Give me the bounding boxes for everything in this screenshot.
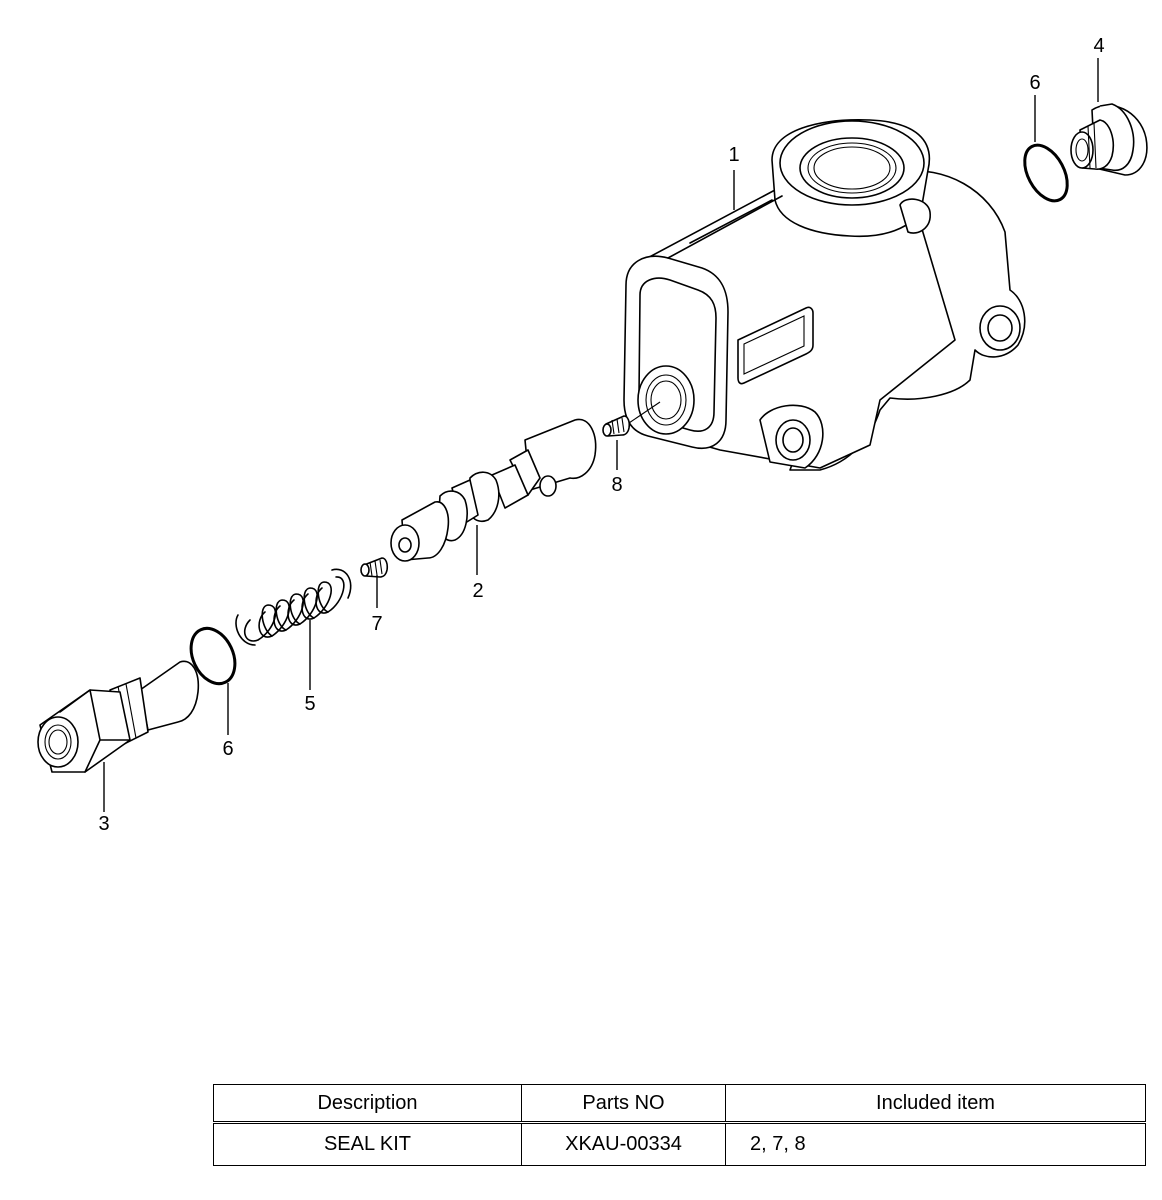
seal-kit-table: Description Parts NO Included item SEAL … <box>213 1084 1146 1166</box>
callout-2: 2 <box>472 580 483 602</box>
callout-6-right: 6 <box>1029 72 1040 94</box>
part-4-plug <box>1070 103 1148 176</box>
callout-8: 8 <box>611 474 622 496</box>
callout-4: 4 <box>1093 35 1104 57</box>
header-parts-no: Parts NO <box>521 1084 726 1123</box>
callout-1: 1 <box>728 144 739 166</box>
table-row: SEAL KIT XKAU-00334 2, 7, 8 <box>213 1122 1146 1166</box>
part-1-valve-body <box>623 118 1026 471</box>
part-8-plug <box>602 401 661 437</box>
part-7-plug <box>360 557 389 578</box>
callout-3: 3 <box>98 813 109 835</box>
callout-5: 5 <box>304 693 315 715</box>
callout-7: 7 <box>371 613 382 635</box>
cell-description: SEAL KIT <box>213 1122 522 1166</box>
part-6-o-ring-left <box>189 626 237 686</box>
leader-lines <box>103 58 1099 812</box>
table-header-row: Description Parts NO Included item <box>213 1084 1146 1123</box>
part-3-adapter <box>37 660 200 773</box>
header-included-item: Included item <box>725 1084 1146 1123</box>
cell-parts-no: XKAU-00334 <box>521 1122 726 1166</box>
cell-included-item: 2, 7, 8 <box>725 1122 1146 1166</box>
callout-6-left: 6 <box>222 738 233 760</box>
header-description: Description <box>213 1084 522 1123</box>
part-2-spool <box>390 418 597 562</box>
part-6-o-ring-right <box>1023 143 1069 203</box>
part-5-spring <box>235 568 352 646</box>
